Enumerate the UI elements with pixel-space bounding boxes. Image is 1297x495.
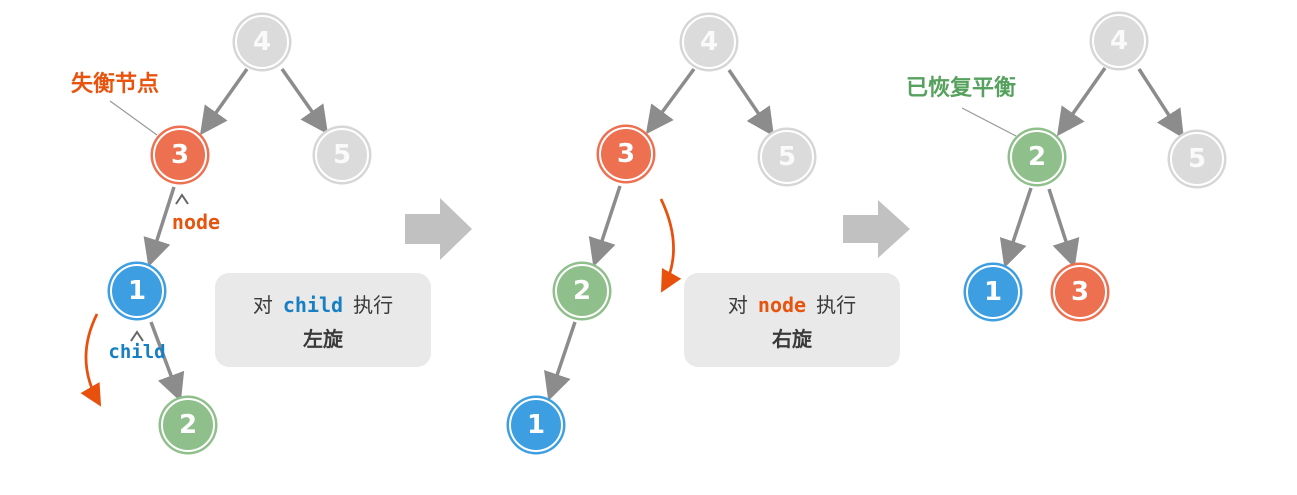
tree-node: 2 bbox=[1010, 130, 1064, 184]
tree-node: 4 bbox=[235, 15, 289, 69]
edge bbox=[1047, 188, 1080, 268]
arrow-right-icon bbox=[405, 198, 472, 260]
edge bbox=[588, 185, 622, 267]
edge bbox=[280, 67, 329, 135]
tree-node: 3 bbox=[599, 127, 653, 181]
step-prefix: 对 bbox=[727, 294, 748, 317]
step-var-node: node bbox=[757, 292, 807, 317]
caret-up-icon bbox=[130, 330, 144, 342]
rebalanced-label: 已恢复平衡 bbox=[905, 75, 1016, 100]
step-prefix: 对 bbox=[252, 294, 273, 317]
tree-node: 4 bbox=[1092, 14, 1146, 68]
tree-node: 5 bbox=[760, 130, 814, 184]
edge bbox=[1137, 68, 1184, 139]
step-action-right-rotate: 右旋 bbox=[772, 328, 812, 351]
tree1-edges bbox=[143, 67, 329, 402]
tree-node: 5 bbox=[1170, 132, 1224, 186]
step-text: 对 node 执行 bbox=[728, 289, 856, 318]
tree-node: 2 bbox=[161, 398, 215, 452]
edge bbox=[999, 187, 1033, 268]
step-suffix: 执行 bbox=[353, 294, 394, 317]
node-var-label: node bbox=[171, 210, 221, 234]
edge bbox=[1056, 66, 1107, 137]
tree3-edges bbox=[999, 66, 1184, 268]
rotation-arc-icon bbox=[80, 313, 102, 407]
step-text: 对 child 执行 bbox=[253, 289, 393, 318]
tree-node: 2 bbox=[555, 264, 609, 318]
tree-node: 4 bbox=[682, 15, 736, 69]
edge bbox=[645, 67, 696, 135]
step-var-child: child bbox=[282, 292, 344, 317]
step-box-left-rotation: 对 child 执行 左旋 bbox=[215, 273, 431, 367]
child-var-label: child bbox=[108, 341, 166, 363]
edge bbox=[149, 321, 185, 402]
tree-node: 1 bbox=[110, 264, 164, 318]
tree2-edges bbox=[544, 67, 774, 401]
edge bbox=[199, 67, 249, 136]
leader-line bbox=[109, 100, 158, 136]
step-action-left-rotate: 左旋 bbox=[303, 328, 343, 351]
tree-node: 5 bbox=[315, 128, 369, 182]
tree-node: 3 bbox=[1053, 265, 1107, 319]
unbalanced-node-label: 失衡节点 bbox=[70, 71, 159, 96]
arrow-right-icon bbox=[843, 200, 910, 258]
tree-node: 1 bbox=[509, 398, 563, 452]
edge bbox=[727, 69, 774, 137]
rotation-arc-icon bbox=[659, 198, 682, 293]
leader-line bbox=[961, 107, 1017, 137]
edge bbox=[143, 186, 176, 268]
step-suffix: 执行 bbox=[816, 294, 857, 317]
caret-up-icon bbox=[175, 193, 189, 205]
step-box-right-rotation: 对 node 执行 右旋 bbox=[684, 273, 900, 367]
edge bbox=[544, 321, 577, 401]
tree-node: 3 bbox=[153, 128, 207, 182]
tree-node: 1 bbox=[966, 265, 1020, 319]
